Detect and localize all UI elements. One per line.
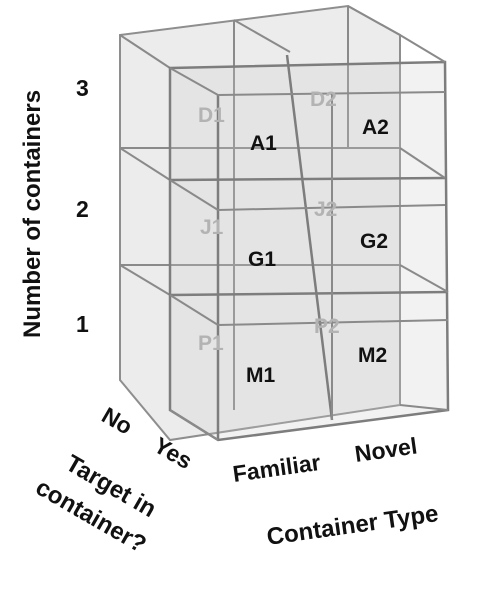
depth-tick-no: No xyxy=(98,402,138,440)
depth-tick-yes: Yes xyxy=(150,432,197,474)
front-layer-face xyxy=(168,60,450,442)
cell-label-d2: D2 xyxy=(310,88,337,111)
vertical-tick-3: 3 xyxy=(76,75,89,101)
cell-label-d1: D1 xyxy=(198,104,225,127)
vertical-tick-2: 2 xyxy=(76,196,89,222)
cell-label-g2: G2 xyxy=(360,230,388,253)
vertical-axis-title: Number of containers xyxy=(19,90,46,338)
front-layer xyxy=(168,34,450,442)
cell-label-a2: A2 xyxy=(362,116,389,139)
horizontal-tick-novel: Novel xyxy=(353,432,419,466)
cell-label-m2: M2 xyxy=(358,344,387,367)
cell-label-p1: P1 xyxy=(198,332,224,355)
cell-label-a1: A1 xyxy=(250,132,277,155)
horizontal-tick-familiar: Familiar xyxy=(231,449,322,487)
cell-label-j2: J2 xyxy=(314,198,337,221)
cell-label-m1: M1 xyxy=(246,364,275,387)
cell-label-j1: J1 xyxy=(200,216,224,239)
cell-label-p2: P2 xyxy=(314,315,340,338)
cell-label-g1: G1 xyxy=(248,248,276,271)
vertical-tick-1: 1 xyxy=(76,311,89,337)
horizontal-axis-title: Container Type xyxy=(265,500,440,551)
